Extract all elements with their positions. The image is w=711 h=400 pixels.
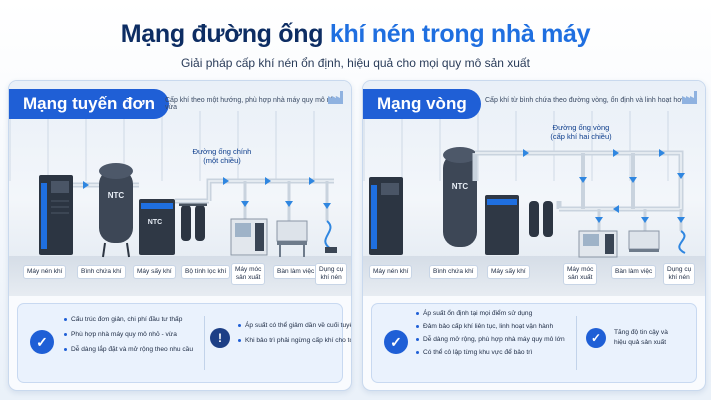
production-machine	[230, 218, 268, 256]
equipment-label-filter: Bộ tính lọc khí	[181, 265, 231, 279]
equipment-label-workbench: Bàn làm việc	[273, 265, 319, 279]
single-line-diagram: NTC NTC	[39, 163, 337, 258]
list-item: Áp suất ổn định tại mọi điểm sử dụng	[416, 310, 565, 318]
brand-text: NTC	[148, 219, 162, 226]
filter-set	[529, 201, 553, 237]
list-item: Phù hợp nhà máy quy mô nhỏ - vừa	[64, 331, 193, 339]
air-receiver-tank: NTC	[99, 163, 133, 258]
flow-arrows	[523, 149, 685, 223]
features-card: ✓ Cấu trúc đơn giản, chi phí đầu tư thấp…	[17, 303, 351, 383]
brand-text: NTC	[452, 182, 469, 191]
main-pipe-label: Đường ống chính (một chiều)	[192, 147, 252, 165]
flow-arrows	[83, 177, 331, 209]
equipment-label-tool: Dụng cụ khí nén	[663, 263, 696, 285]
compressor	[39, 175, 73, 255]
check-icon: ✓	[586, 328, 606, 348]
panel-description: Cấp khí theo một hướng, phù hợp nhà máy …	[165, 97, 343, 111]
list-item: Cấu trúc đơn giản, chi phí đầu tư thấp	[64, 316, 193, 324]
check-icon: ✓	[384, 330, 408, 354]
divider	[204, 316, 205, 370]
list-item: Dễ dàng lắp đặt và mở rộng theo nhu cầu	[64, 346, 193, 354]
single-line-network-panel: Mạng tuyến đơn Cấp khí theo một hướng, p…	[8, 80, 352, 391]
pneumatic-tool	[678, 230, 686, 254]
list-item: Đảm bảo cấp khí liên tục, linh hoạt vận …	[416, 323, 565, 331]
factory-icon	[682, 91, 697, 104]
exclamation-icon: !	[210, 328, 230, 348]
pros-list: Cấu trúc đơn giản, chi phí đầu tư thấp P…	[64, 316, 193, 361]
equipment-label-dryer: Máy sấy khí	[133, 265, 176, 279]
loop-pipe-label: Đường ống vòng (cấp khí hai chiều)	[550, 123, 612, 141]
filter-set	[179, 201, 207, 241]
features-card: ✓ Áp suất ổn định tại mọi điểm sử dụng Đ…	[371, 303, 697, 383]
air-dryer	[485, 195, 519, 255]
list-item: Dễ dàng mở rộng, phù hợp nhà máy quy mô …	[416, 336, 565, 344]
pros-list: Áp suất ổn định tại mọi điểm sử dụng Đảm…	[416, 310, 565, 362]
equipment-label-compressor: Máy nén khí	[369, 265, 413, 279]
compressor	[369, 177, 403, 255]
cons-list: Áp suất có thể giảm dần về cuối tuyến Kh…	[238, 322, 351, 352]
factory-icon	[328, 91, 343, 104]
equipment-label-compressor: Máy nén khí	[23, 265, 67, 279]
workbench	[628, 230, 660, 252]
list-item: Có thể cô lập từng khu vực để bảo trì	[416, 349, 565, 357]
panel-description: Cấp khí từ bình chứa theo đường vòng, ổn…	[485, 97, 686, 104]
check-icon: ✓	[30, 330, 54, 354]
equipment-label-tank: Bình chứa khí	[77, 265, 126, 279]
page-title: Mạng đường ống khí nén trong nhà máy	[120, 20, 591, 48]
loop-diagram: NTC	[369, 147, 686, 258]
equipment-label-tank: Bình chứa khí	[429, 265, 478, 279]
pneumatic-tool	[324, 220, 337, 253]
page-subtitle: Giải pháp cấp khí nén ổn định, hiệu quả …	[181, 56, 530, 70]
equipment-label-dryer: Máy sấy khí	[487, 265, 530, 279]
panel-header: Mạng tuyến đơn	[9, 89, 170, 119]
list-item: Áp suất có thể giảm dần về cuối tuyến	[238, 322, 351, 330]
air-receiver-tank: NTC	[443, 147, 477, 247]
workbench	[276, 220, 308, 257]
equipment-label-workbench: Bàn làm việc	[611, 265, 657, 279]
divider	[576, 316, 577, 370]
equipment-label-machine: Máy móc sản xuất	[231, 263, 266, 285]
loop-network-panel: Mạng vòng Cấp khí từ bình chứa theo đườn…	[362, 80, 706, 391]
production-machine	[578, 230, 618, 258]
brand-text: NTC	[108, 191, 125, 200]
equipment-label-machine: Máy móc sản xuất	[563, 263, 598, 285]
panel-header: Mạng vòng	[363, 89, 481, 119]
extra-benefit-text: Tăng độ tin cậy và hiệu quả sản xuất	[614, 329, 668, 346]
equipment-label-tool: Dụng cụ khí nén	[315, 263, 348, 285]
list-item: Khi bảo trì phải ngừng cấp khí cho toàn …	[238, 337, 351, 345]
air-dryer: NTC	[139, 199, 175, 255]
